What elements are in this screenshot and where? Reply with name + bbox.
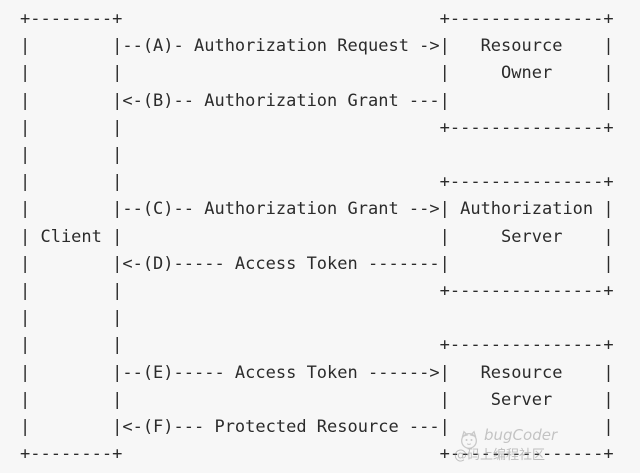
- ascii-flow-diagram: +--------+ +---------------+ | |--(A)- A…: [20, 9, 614, 465]
